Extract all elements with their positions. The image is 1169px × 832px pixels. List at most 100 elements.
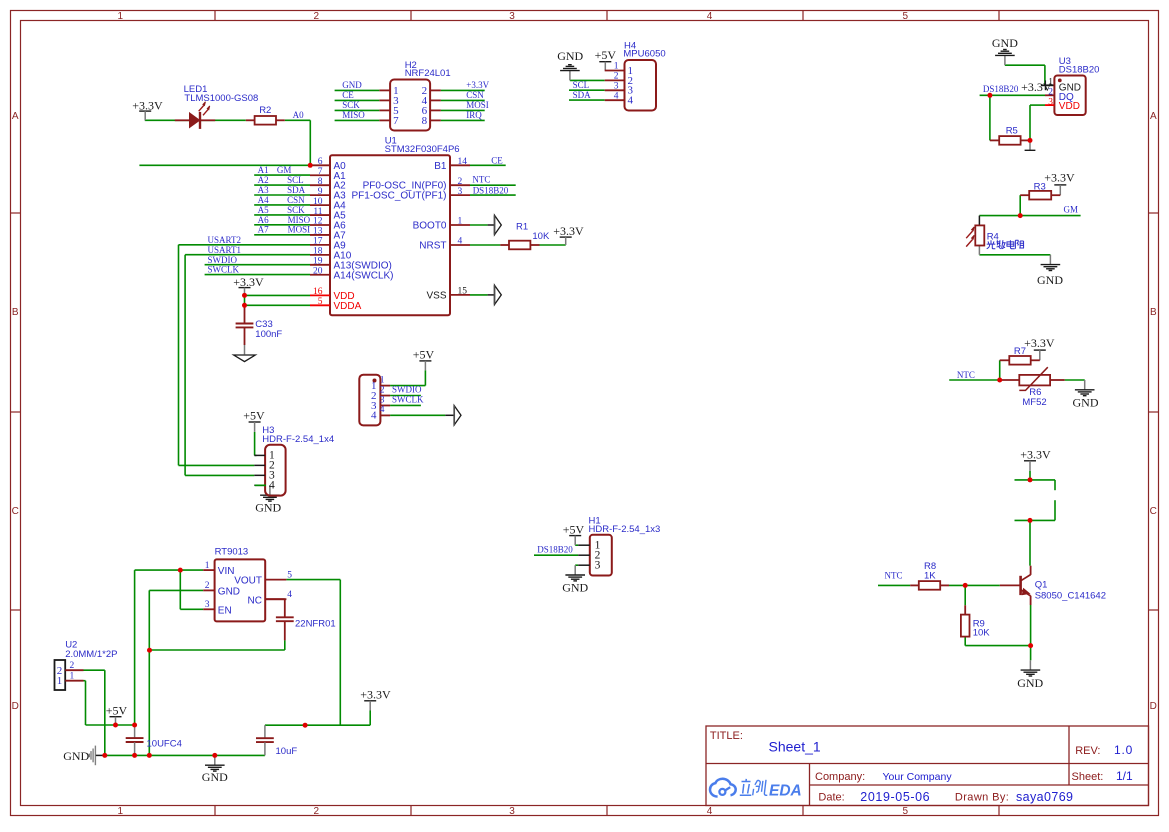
svg-text:4: 4 [628, 95, 634, 107]
svg-text:A6: A6 [334, 221, 347, 232]
svg-text:R2: R2 [259, 105, 271, 116]
svg-text:MOSI: MOSI [288, 225, 311, 235]
svg-text:+5V: +5V [563, 522, 585, 536]
svg-text:2: 2 [269, 459, 275, 471]
svg-text:4: 4 [380, 405, 385, 415]
svg-text:10K: 10K [532, 231, 550, 242]
svg-text:2019-05-06: 2019-05-06 [860, 790, 930, 804]
svg-text:3: 3 [371, 400, 377, 412]
svg-text:H1: H1 [589, 516, 601, 527]
svg-text:1: 1 [118, 806, 124, 817]
svg-text:13: 13 [313, 227, 323, 237]
svg-text:3: 3 [509, 806, 515, 817]
svg-text:MF52: MF52 [1022, 397, 1046, 408]
svg-text:2: 2 [205, 581, 210, 591]
svg-text:+5V: +5V [243, 409, 265, 423]
svg-text:Drawn By:: Drawn By: [955, 791, 1009, 803]
svg-text:A1: A1 [334, 171, 347, 182]
svg-text:GND: GND [342, 80, 362, 90]
svg-text:NC: NC [248, 595, 262, 606]
svg-text:SCK: SCK [342, 100, 360, 110]
svg-text:A0: A0 [293, 110, 304, 120]
svg-text:+3.3V: +3.3V [132, 98, 163, 112]
svg-text:SWDIO: SWDIO [392, 385, 422, 395]
svg-text:SCL: SCL [573, 80, 590, 90]
svg-text:MPU6050: MPU6050 [623, 49, 665, 60]
svg-text:CSN: CSN [466, 90, 484, 100]
svg-text:DS18B20: DS18B20 [537, 545, 573, 555]
svg-text:GND: GND [1073, 396, 1099, 410]
svg-text:TLMS1000-GS08: TLMS1000-GS08 [184, 93, 258, 104]
svg-text:DQ: DQ [1059, 92, 1074, 103]
svg-text:4: 4 [458, 237, 463, 247]
svg-text:1: 1 [70, 671, 75, 681]
svg-text:USART1: USART1 [208, 245, 241, 255]
svg-text:4: 4 [269, 479, 275, 491]
svg-text:3: 3 [595, 559, 601, 571]
svg-text:Date:: Date: [818, 791, 844, 803]
svg-text:C33: C33 [255, 319, 272, 330]
svg-text:RT9013: RT9013 [215, 547, 249, 558]
svg-text:VSS: VSS [426, 290, 446, 301]
svg-text:1: 1 [371, 380, 377, 392]
svg-text:C: C [1150, 506, 1157, 517]
svg-text:U2: U2 [65, 640, 77, 651]
svg-text:A5: A5 [334, 211, 347, 222]
svg-text:14: 14 [458, 157, 468, 167]
svg-text:DS18B20: DS18B20 [983, 84, 1019, 94]
svg-text:A10: A10 [334, 250, 352, 261]
svg-text:H3: H3 [262, 425, 274, 436]
svg-text:VOUT: VOUT [234, 576, 262, 587]
svg-text:6: 6 [422, 105, 428, 117]
svg-text:saya0769: saya0769 [1016, 790, 1073, 804]
svg-text:D: D [1150, 701, 1157, 712]
svg-text:Company:: Company: [815, 771, 865, 783]
svg-text:10UFC4: 10UFC4 [147, 738, 182, 749]
svg-text:1.0: 1.0 [1114, 743, 1133, 757]
svg-text:IRQ: IRQ [466, 110, 482, 120]
svg-text:R1: R1 [516, 222, 528, 233]
svg-text:REV:: REV: [1075, 745, 1100, 757]
svg-text:4: 4 [371, 410, 377, 422]
svg-text:10uF: 10uF [276, 746, 298, 757]
svg-text:1: 1 [1048, 77, 1053, 87]
svg-text:4: 4 [707, 11, 713, 22]
svg-text:5: 5 [393, 105, 399, 117]
svg-text:3: 3 [614, 82, 619, 92]
svg-text:+3.3V: +3.3V [1020, 447, 1051, 461]
svg-text:3: 3 [458, 187, 463, 197]
svg-text:GND: GND [1037, 273, 1063, 287]
svg-text:1: 1 [380, 375, 385, 385]
svg-text:18: 18 [313, 247, 323, 257]
svg-text:+3.3V: +3.3V [360, 688, 391, 702]
svg-text:15: 15 [458, 287, 468, 297]
svg-text:DS18B20: DS18B20 [1059, 64, 1100, 75]
svg-text:GM: GM [277, 165, 292, 175]
svg-text:8: 8 [422, 115, 428, 127]
svg-text:7: 7 [318, 167, 323, 177]
svg-text:SCL: SCL [287, 175, 304, 185]
svg-text:SWDIO: SWDIO [208, 255, 238, 265]
svg-text:EN: EN [218, 605, 232, 616]
svg-text:SDA: SDA [573, 90, 592, 100]
svg-text:1: 1 [614, 62, 619, 72]
svg-text:A4: A4 [334, 201, 347, 212]
svg-text:C: C [12, 506, 19, 517]
svg-text:1: 1 [393, 85, 399, 97]
svg-text:A3: A3 [334, 191, 347, 202]
svg-text:PF0-OSC_IN(PF0): PF0-OSC_IN(PF0) [363, 181, 447, 192]
svg-text:2: 2 [371, 390, 377, 402]
svg-text:5: 5 [318, 297, 323, 307]
svg-text:Sheet_1: Sheet_1 [769, 739, 821, 755]
svg-text:VIN: VIN [218, 566, 235, 577]
svg-text:A0: A0 [334, 161, 347, 172]
svg-text:U3: U3 [1059, 56, 1071, 67]
svg-text:R4: R4 [987, 231, 999, 242]
svg-text:B: B [1150, 307, 1157, 318]
svg-text:SWCLK: SWCLK [208, 265, 240, 275]
svg-text:A5: A5 [258, 205, 269, 215]
svg-text:3: 3 [393, 95, 399, 107]
svg-text:+3.3V: +3.3V [466, 80, 489, 90]
svg-text:GND: GND [1017, 676, 1043, 690]
svg-text:PF1-OSC_OUT(PF1): PF1-OSC_OUT(PF1) [351, 191, 446, 202]
